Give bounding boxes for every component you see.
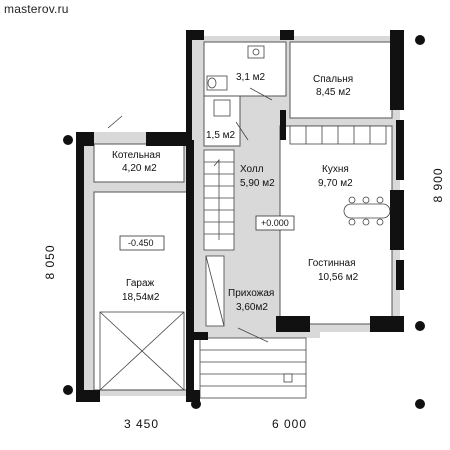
boiler-name: Котельная [112, 150, 160, 161]
level-garage-mark: -0.450 [119, 235, 165, 251]
entry-area: 3,60м2 [236, 302, 268, 313]
entrance-steps [199, 337, 307, 399]
bath-small-area: 3,1 м2 [236, 72, 266, 83]
dim-left-height: 8 050 [43, 244, 57, 279]
garage-name: Гараж [126, 278, 155, 289]
toilet-area: 1,5 м2 [206, 130, 236, 141]
garage-gate [99, 311, 185, 391]
hall-name: Холл [240, 164, 264, 175]
kitchen-area: 9,70 м2 [318, 178, 353, 189]
living-area: 10,56 м2 [318, 272, 359, 283]
dim-bottom-house: 6 000 [272, 417, 307, 431]
bedroom-area: 8,45 м2 [316, 87, 351, 98]
garage-area: 18,54м2 [122, 292, 160, 303]
level-main-mark: +0.000 [255, 215, 295, 231]
room-fills [93, 41, 393, 391]
walls [76, 30, 404, 402]
column-markers [63, 35, 425, 409]
hall-area: 5,90 м2 [240, 178, 275, 189]
door-swings [107, 87, 273, 343]
dim-right-height: 8 900 [431, 167, 445, 202]
kitchen-furniture [289, 125, 391, 226]
entry-name: Прихожая [228, 288, 274, 299]
kitchen-living-room [279, 125, 393, 325]
level-main: +0.000 [261, 218, 289, 228]
kitchen-name: Кухня [322, 164, 349, 175]
boiler-room [93, 143, 185, 183]
living-name: Гостинная [308, 258, 356, 269]
boiler-area: 4,20 м2 [122, 163, 157, 174]
bedroom-name: Спальня [313, 74, 353, 85]
site-watermark: masterov.ru [4, 2, 69, 16]
bedroom-room [289, 41, 393, 119]
bath-fixtures [206, 45, 265, 117]
garage-room [93, 191, 191, 391]
dim-bottom-garage: 3 450 [124, 417, 159, 431]
level-garage: -0.450 [128, 238, 154, 248]
staircase [203, 149, 235, 327]
